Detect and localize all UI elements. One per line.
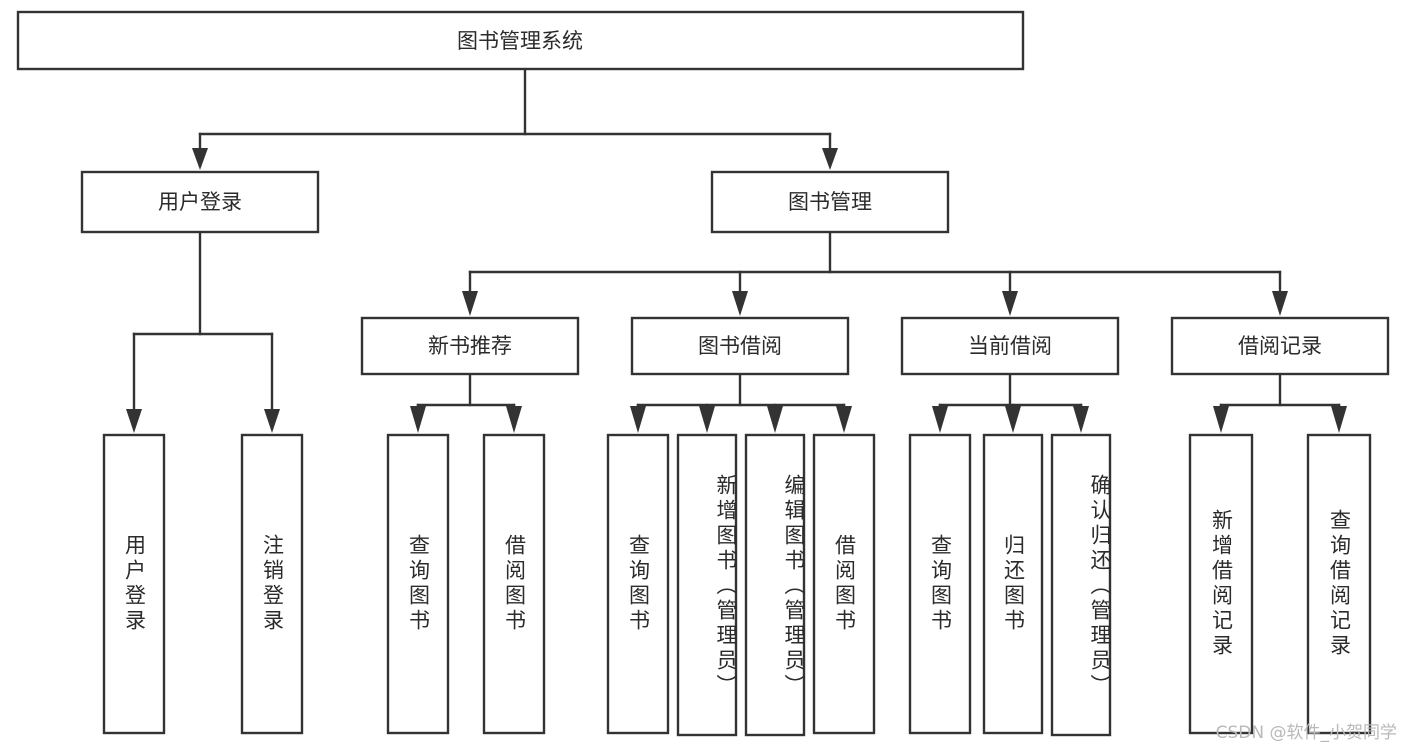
node-user-login[interactable]: 用户登录 bbox=[80, 170, 320, 234]
node-current-borrow-rect[interactable] bbox=[900, 316, 1120, 376]
arrow-head-confirm-return bbox=[1073, 406, 1089, 433]
node-user-login-label: 用户登录 bbox=[158, 190, 242, 214]
node-borrow-record[interactable]: 借阅记录 bbox=[1170, 316, 1390, 376]
node-new-book-rec[interactable]: 新书推荐 bbox=[360, 316, 580, 376]
arrow-head-borrow-record bbox=[1272, 291, 1288, 316]
leaf-query-book-3-rect[interactable] bbox=[908, 433, 972, 735]
node-layer: 图书管理系统 用户登录 图书管理 新书推荐 图书借阅 当前 bbox=[16, 10, 1390, 737]
node-user-login-rect[interactable] bbox=[80, 170, 320, 234]
node-root-rect[interactable] bbox=[16, 10, 1025, 71]
node-book-borrow-rect[interactable] bbox=[630, 316, 850, 376]
arrow-head-query-record bbox=[1331, 406, 1347, 433]
node-root[interactable]: 图书管理系统 bbox=[16, 10, 1025, 71]
node-borrow-record-label: 借阅记录 bbox=[1238, 334, 1322, 358]
node-borrow-record-rect[interactable] bbox=[1170, 316, 1390, 376]
connector-layer bbox=[126, 67, 1347, 433]
arrow-head-user-login bbox=[192, 148, 208, 170]
node-book-manage[interactable]: 图书管理 bbox=[710, 170, 950, 234]
arrow-head-return-book bbox=[1005, 406, 1021, 433]
arrow-head-edit-book bbox=[767, 406, 783, 433]
node-book-borrow-label: 图书借阅 bbox=[698, 334, 782, 358]
arrow-head-query-book-3 bbox=[932, 406, 948, 433]
arrow-head-new-book-rec bbox=[462, 291, 478, 316]
node-book-manage-label: 图书管理 bbox=[788, 190, 872, 214]
leaf-return-book-rect[interactable] bbox=[982, 433, 1044, 735]
node-book-borrow[interactable]: 图书借阅 bbox=[630, 316, 850, 376]
arrow-head-add-book bbox=[699, 406, 715, 433]
arrow-head-borrow-book-2 bbox=[836, 406, 852, 433]
arrow-head-query-book-1 bbox=[410, 406, 426, 433]
arrow-head-leaf-user-logout bbox=[264, 409, 280, 433]
node-root-label: 图书管理系统 bbox=[457, 29, 583, 53]
node-new-book-rec-label: 新书推荐 bbox=[428, 334, 512, 358]
arrow-head-query-book-2 bbox=[630, 406, 646, 433]
csdn-watermark: CSDN @软件_小贺同学 bbox=[1215, 723, 1397, 743]
node-current-borrow-label: 当前借阅 bbox=[968, 334, 1052, 358]
leaf-borrow-book-2-rect[interactable] bbox=[812, 433, 876, 735]
leaf-query-book-2-rect[interactable] bbox=[606, 433, 670, 735]
leaf-user-login-rect[interactable] bbox=[102, 433, 166, 735]
node-new-book-rec-rect[interactable] bbox=[360, 316, 580, 376]
arrow-head-borrow-book-1 bbox=[506, 406, 522, 433]
leaf-user-logout-rect[interactable] bbox=[240, 433, 304, 735]
leaf-add-record-rect[interactable] bbox=[1188, 433, 1254, 735]
leaf-query-book-1-rect[interactable] bbox=[386, 433, 450, 735]
node-current-borrow[interactable]: 当前借阅 bbox=[900, 316, 1120, 376]
leaf-query-record-rect[interactable] bbox=[1306, 433, 1372, 735]
arrow-head-book-borrow bbox=[732, 291, 748, 316]
arrow-head-add-record bbox=[1213, 406, 1229, 433]
leaf-borrow-book-1-rect[interactable] bbox=[482, 433, 546, 735]
arrow-head-book-manage bbox=[822, 148, 838, 170]
arrow-head-current-borrow bbox=[1002, 291, 1018, 316]
leaf-add-book-rect[interactable] bbox=[676, 433, 738, 737]
leaf-confirm-return-rect[interactable] bbox=[1050, 433, 1112, 737]
arrow-head-leaf-user-login bbox=[126, 409, 142, 433]
leaf-edit-book-rect[interactable] bbox=[744, 433, 806, 737]
node-book-manage-rect[interactable] bbox=[710, 170, 950, 234]
